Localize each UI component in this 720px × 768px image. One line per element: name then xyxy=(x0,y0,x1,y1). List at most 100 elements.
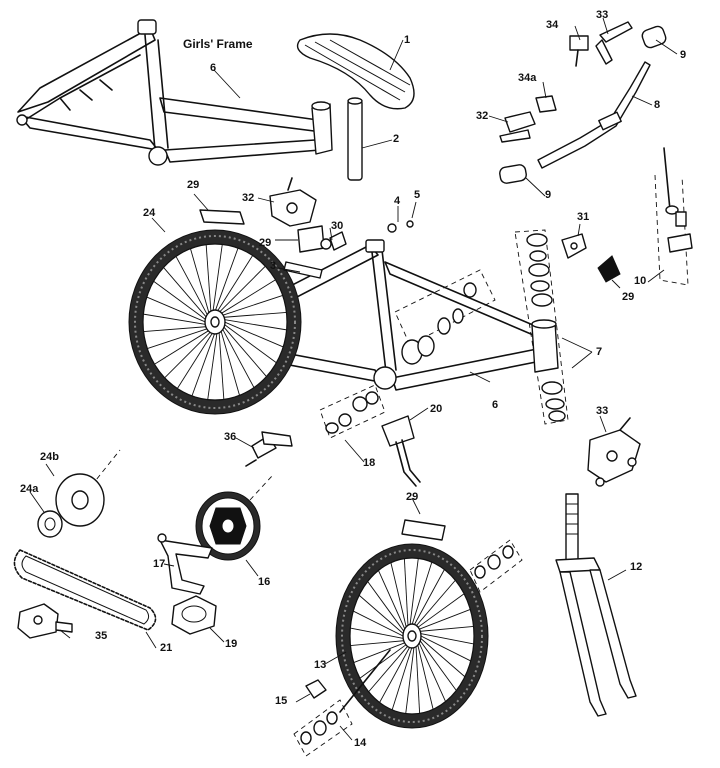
brake-levers xyxy=(499,21,633,143)
part-label-31: 31 xyxy=(577,211,590,223)
wheel-spoke xyxy=(164,328,214,379)
part-label-29-rear: 29 xyxy=(187,179,200,191)
wheel-spoke xyxy=(403,558,409,631)
kickstand xyxy=(381,415,421,487)
wheel-spoke xyxy=(219,311,287,319)
wheel-spoke xyxy=(405,642,416,714)
wheel-spoke xyxy=(218,295,283,317)
wheel-spoke xyxy=(213,247,239,316)
wheel-spoke xyxy=(217,279,276,317)
part-label-32-frame: 32 xyxy=(242,192,255,204)
wheel-spoke xyxy=(408,558,419,630)
wheel-spoke xyxy=(416,625,474,633)
wheel-spoke xyxy=(417,634,471,662)
part-label-29-frame: 29 xyxy=(259,237,272,249)
wheel-spoke xyxy=(350,627,407,640)
wheel-spoke xyxy=(353,641,409,663)
rear-sprocket xyxy=(37,510,63,538)
chain xyxy=(13,549,157,631)
frame-head-tube xyxy=(311,103,333,155)
wheel-spoke xyxy=(350,639,408,647)
part-label-10: 10 xyxy=(634,275,647,287)
part-label-36: 36 xyxy=(224,431,237,443)
part-label-33-caliper: 33 xyxy=(596,405,609,417)
girls-frame-caption: Girls' Frame xyxy=(183,37,253,51)
handlebar xyxy=(537,61,651,169)
wheel-spoke xyxy=(411,569,445,630)
front-brake-caliper xyxy=(587,417,641,487)
rear-brake-caliper xyxy=(269,177,317,227)
wheel-spoke xyxy=(220,320,284,348)
front-wheel xyxy=(335,543,489,729)
wheel-spoke xyxy=(190,248,211,318)
part-label-34: 34 xyxy=(546,19,559,31)
brake-cable-hanger xyxy=(561,233,587,259)
frame-rear-dropout xyxy=(16,114,28,126)
main-frame-head-tube xyxy=(531,321,559,373)
front-chainring xyxy=(195,475,273,561)
part-label-4: 4 xyxy=(394,195,401,207)
wheel-spoke xyxy=(146,296,210,324)
part-label-34a: 34a xyxy=(518,72,537,84)
part-label-12: 12 xyxy=(630,561,643,573)
wheel-spoke xyxy=(191,328,217,397)
wheel-spoke xyxy=(415,609,471,631)
wheel-spoke xyxy=(415,641,421,714)
part-label-20: 20 xyxy=(430,403,443,415)
part-label-29-front: 29 xyxy=(406,491,419,503)
main-frame xyxy=(204,220,559,391)
part-label-24b: 24b xyxy=(40,451,59,463)
part-label-1: 1 xyxy=(404,34,411,46)
wheel-spoke xyxy=(353,610,407,638)
wheel-spoke xyxy=(218,327,225,400)
wheel-spoke xyxy=(391,642,414,711)
leader-lines xyxy=(29,17,678,741)
wheel-spoke xyxy=(367,581,407,635)
wheel-spoke xyxy=(416,638,446,702)
wheel-spoke xyxy=(220,321,277,364)
wheel-spoke xyxy=(147,327,212,349)
part-label-21: 21 xyxy=(160,642,173,654)
crank-arm xyxy=(157,533,213,595)
frame-bottom-bracket-shell xyxy=(148,146,168,166)
wheel-spoke xyxy=(154,327,213,365)
part-label-9-top: 9 xyxy=(680,49,687,61)
part-label-6-top: 6 xyxy=(210,62,217,74)
part-label-33-top: 33 xyxy=(596,9,609,21)
wheel-spoke xyxy=(417,637,457,691)
wheel-spoke xyxy=(143,325,211,333)
girls-frame xyxy=(16,19,333,166)
wheel-spoke xyxy=(416,640,434,710)
wheel-spoke xyxy=(417,635,466,678)
chain-guard-bracket xyxy=(245,431,293,467)
rear-sprocket-cover xyxy=(55,449,121,527)
wheel-spoke xyxy=(219,326,240,396)
part-label-2: 2 xyxy=(393,133,400,145)
pedal xyxy=(171,595,217,635)
seat-post xyxy=(347,97,363,181)
wheel-spoke xyxy=(220,324,255,388)
part-label-7: 7 xyxy=(596,346,603,358)
chain-tensioner xyxy=(17,603,73,639)
part-label-8: 8 xyxy=(654,99,661,111)
rear-wheel xyxy=(128,229,302,415)
part-label-29-side: 29 xyxy=(622,291,635,303)
wheel-spoke xyxy=(153,280,210,323)
wheel-spoke xyxy=(205,244,212,317)
part-label-3: 3 xyxy=(270,260,277,272)
part-label-35: 35 xyxy=(95,630,108,642)
wheel-spoke xyxy=(220,323,267,377)
part-label-18: 18 xyxy=(363,457,376,469)
part-label-14: 14 xyxy=(354,737,367,749)
main-frame-bottom-bracket xyxy=(373,366,397,390)
wheel-spoke xyxy=(207,328,219,400)
seat-stay-bolt xyxy=(654,147,693,286)
wheel-spoke xyxy=(358,594,407,637)
reflectors xyxy=(199,209,621,541)
wheel-spoke xyxy=(379,642,413,703)
part-label-30: 30 xyxy=(331,220,344,232)
front-fork xyxy=(555,493,637,717)
wheel-spoke xyxy=(175,256,210,320)
